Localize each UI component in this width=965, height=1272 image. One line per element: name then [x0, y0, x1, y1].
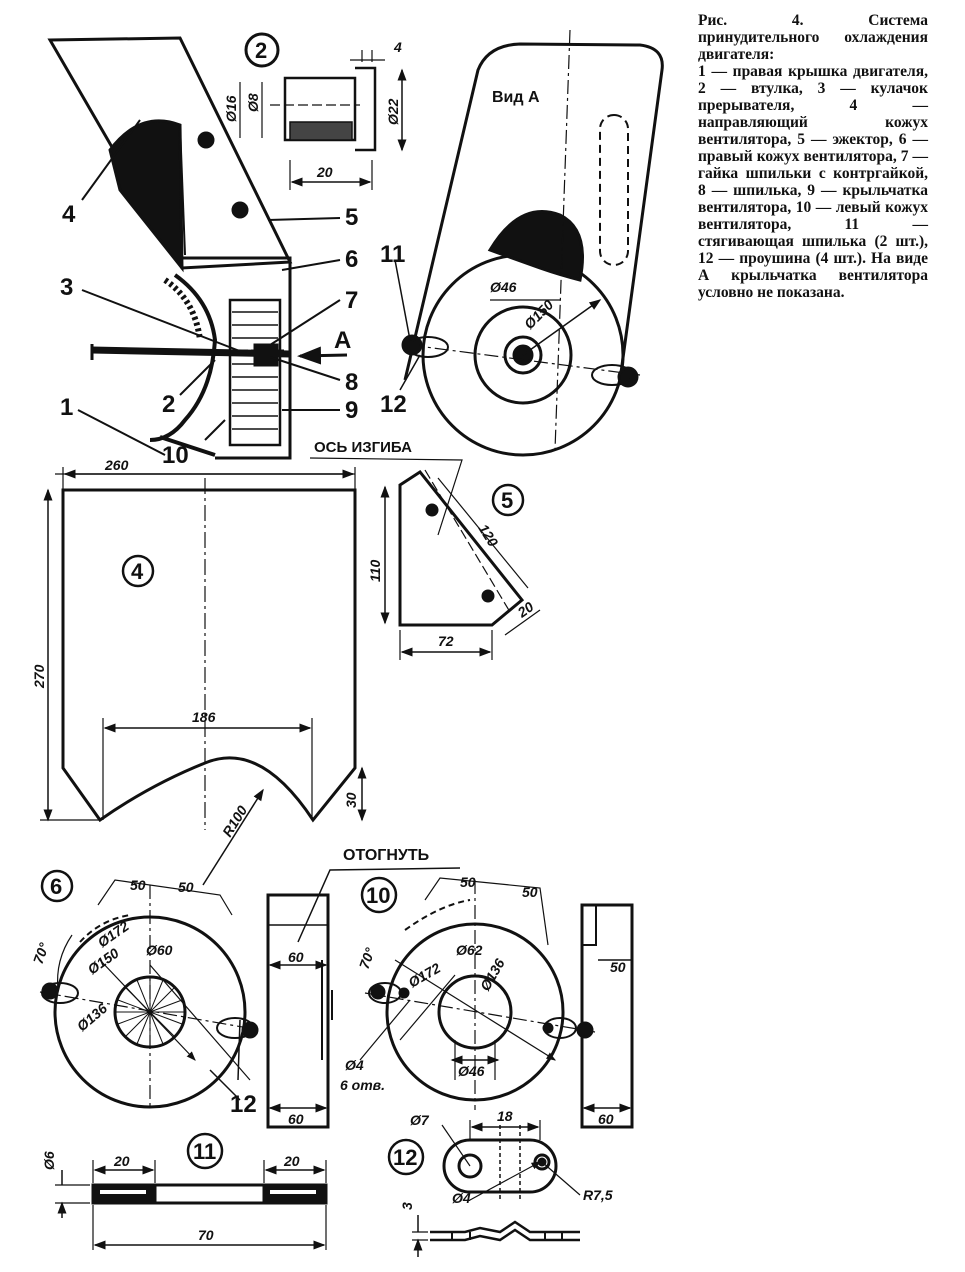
part-10-dim-d172: Ø172: [406, 960, 444, 991]
label-9: 9: [345, 397, 358, 424]
part-10-dim-d62: Ø62: [456, 942, 483, 958]
part-5-drawing: [309, 457, 541, 660]
figure-caption: Рис. 4. Система принудительного охлажден…: [698, 12, 928, 301]
view-a-dim-d46: Ø46: [490, 279, 517, 295]
part-6-dim-d60: Ø60: [146, 942, 173, 958]
part-2-dim-d22: Ø22: [385, 98, 401, 125]
label-10: 10: [162, 442, 189, 469]
part-6-dim-d172: Ø172: [95, 918, 132, 951]
part-4-drawing: [40, 467, 367, 886]
part-6-number: 6: [50, 874, 62, 899]
part-12-drawing: [412, 1120, 581, 1257]
part-10-dim-6holes: 6 отв.: [340, 1077, 385, 1093]
part-4-dim-30: 30: [343, 792, 359, 808]
part-12-number: 12: [393, 1145, 417, 1170]
part-11-circle: [186, 1132, 224, 1170]
part-4-circle: [121, 554, 155, 588]
part-6-circle: [40, 869, 74, 903]
part-12-dim-18: 18: [497, 1108, 513, 1124]
part-4-dim-186: 186: [192, 709, 216, 725]
part-10-dim-50: 50: [610, 959, 626, 975]
view-a-title: Вид А: [492, 89, 540, 106]
part-10-dim-60: 60: [598, 1111, 614, 1127]
part-6-dim-50a: 50: [130, 877, 146, 893]
part-12-dim-r75: R7,5: [583, 1187, 613, 1203]
part-5-circle: [491, 483, 525, 517]
part-5-dim-110: 110: [367, 559, 383, 582]
part-4-dim-270: 270: [31, 664, 47, 689]
part-6-drawing: [39, 879, 333, 1129]
part-11-number: 11: [193, 1139, 216, 1164]
part-2-dim-20: 20: [316, 164, 333, 180]
view-a-drawing: [394, 29, 664, 457]
part-10-dim-50a: 50: [460, 874, 476, 890]
part-5-number: 5: [501, 488, 513, 513]
caption-title: Рис. 4. Система принудительного охлажден…: [698, 12, 928, 63]
label-4: 4: [62, 201, 76, 228]
part-6-dim-d136: Ø136: [74, 1000, 111, 1034]
part-2-number: 2: [255, 38, 267, 63]
part-11-dim-d6: Ø6: [41, 1151, 57, 1170]
part-10-number: 10: [366, 883, 390, 908]
label-1: 1: [60, 394, 73, 421]
part-5-axis-label: ОСЬ ИЗГИБА: [314, 439, 412, 456]
part-11-dim-20b: 20: [283, 1153, 300, 1169]
part-4-dim-r100: R100: [219, 803, 250, 840]
part-10-circle: [360, 876, 398, 914]
part-10-dim-d46: Ø46: [458, 1063, 485, 1079]
label-3: 3: [60, 274, 73, 301]
part-11-drawing: [55, 1160, 328, 1250]
part-10-bend-label: ОТОГНУТЬ: [343, 847, 429, 864]
part-6-dim-50b: 50: [178, 879, 194, 895]
part-10-drawing: [297, 867, 634, 1129]
part-2-dim-d8: Ø8: [245, 93, 261, 112]
part-6-dim-60b: 60: [288, 1111, 304, 1127]
part-11-dim-70: 70: [198, 1227, 214, 1243]
part-5-dim-20: 20: [514, 598, 537, 621]
view-a-label-12: 12: [380, 391, 407, 418]
assembly-view: [47, 36, 348, 460]
label-arrow-a: А: [334, 327, 351, 354]
part-10-dim-50b: 50: [522, 884, 538, 900]
view-a-label-11: 11: [380, 241, 405, 268]
part-12-circle: [387, 1138, 425, 1176]
part-12-dim-3: 3: [399, 1202, 415, 1210]
part-12-dim-d4: Ø4: [452, 1190, 471, 1206]
part-11-dim-20a: 20: [113, 1153, 130, 1169]
label-7: 7: [345, 287, 358, 314]
part-2-drawing: [239, 32, 407, 190]
caption-legend: 1 — правая крышка двигателя, 2 — втулка,…: [698, 63, 928, 301]
part-10-dim-70deg: 70°: [356, 945, 378, 971]
part-2-dim-d16: Ø16: [223, 95, 239, 122]
label-6: 6: [345, 246, 358, 273]
part-6-dim-70deg: 70°: [30, 940, 52, 966]
label-2: 2: [162, 391, 175, 418]
part-12-dim-d7: Ø7: [410, 1112, 430, 1128]
part-6-label-12: 12: [230, 1091, 257, 1118]
label-8: 8: [345, 369, 358, 396]
label-5: 5: [345, 204, 358, 231]
part-10-dim-d4: Ø4: [345, 1057, 364, 1073]
assembly-labels: 4 5 6 3 7 А 8 2 1 9 10: [60, 201, 358, 469]
part-4-number: 4: [131, 559, 144, 584]
part-2-dim-4: 4: [393, 39, 402, 55]
part-6-dim-60a: 60: [288, 949, 304, 965]
part-5-dim-72: 72: [438, 633, 454, 649]
part-4-dim-260: 260: [104, 457, 129, 473]
